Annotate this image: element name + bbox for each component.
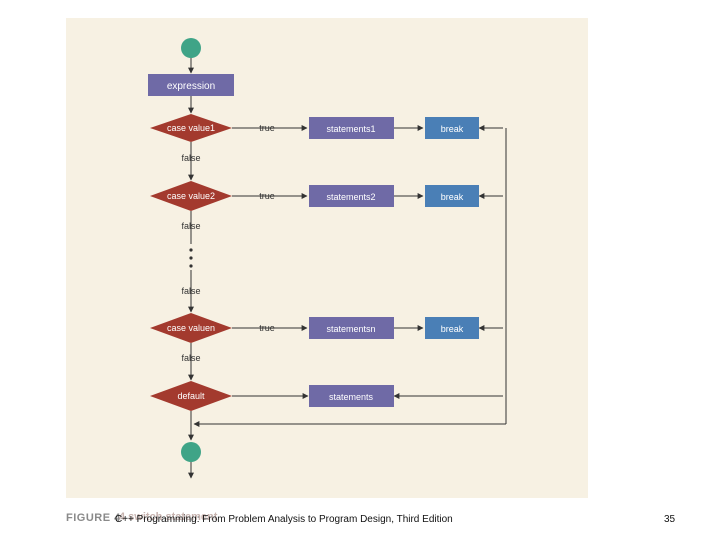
case1-false-label: false xyxy=(181,153,200,163)
statements2-box xyxy=(309,185,394,207)
case2-diamond xyxy=(150,181,232,211)
figure-title: 4 switch statement xyxy=(119,511,218,523)
case2-label: case value2 xyxy=(167,191,215,201)
start-node xyxy=(181,38,201,58)
default-label: default xyxy=(177,391,205,401)
footer-text: C++ Programming: From Problem Analysis t… xyxy=(115,514,453,525)
ellipsis-dot xyxy=(189,264,193,268)
break2-label: break xyxy=(441,192,464,202)
breakn-label: break xyxy=(441,324,464,334)
casen-diamond xyxy=(150,313,232,343)
statementsn-box xyxy=(309,317,394,339)
expression-box xyxy=(148,74,234,96)
statements2-label: statements2 xyxy=(326,192,375,202)
end-node xyxy=(181,442,201,462)
casen-true-label: true xyxy=(259,323,275,333)
case2-true-label: true xyxy=(259,191,275,201)
case1-true-label: true xyxy=(259,123,275,133)
statements1-box xyxy=(309,117,394,139)
default-diamond xyxy=(150,381,232,411)
figure-label: FIGURE 4- xyxy=(66,512,125,524)
break1-label: break xyxy=(441,124,464,134)
figure-panel xyxy=(66,18,588,498)
case1-diamond xyxy=(150,114,232,142)
default-statements-box xyxy=(309,385,394,407)
breakn-box xyxy=(425,317,479,339)
page-number: 35 xyxy=(664,514,676,525)
default-statements-label: statements xyxy=(329,392,374,402)
casen-label: case valuen xyxy=(167,323,215,333)
ellipsis-dot xyxy=(189,256,193,260)
case2-false-label: false xyxy=(181,221,200,231)
ellipsis-false-label: false xyxy=(181,286,200,296)
caption-strip xyxy=(66,498,588,534)
expression-label: expression xyxy=(167,81,215,92)
statements1-label: statements1 xyxy=(326,124,375,134)
break1-box xyxy=(425,117,479,139)
casen-false-label: false xyxy=(181,353,200,363)
break2-box xyxy=(425,185,479,207)
ellipsis-dot xyxy=(189,248,193,252)
case1-label: case value1 xyxy=(167,123,215,133)
statementsn-label: statementsn xyxy=(326,324,375,334)
